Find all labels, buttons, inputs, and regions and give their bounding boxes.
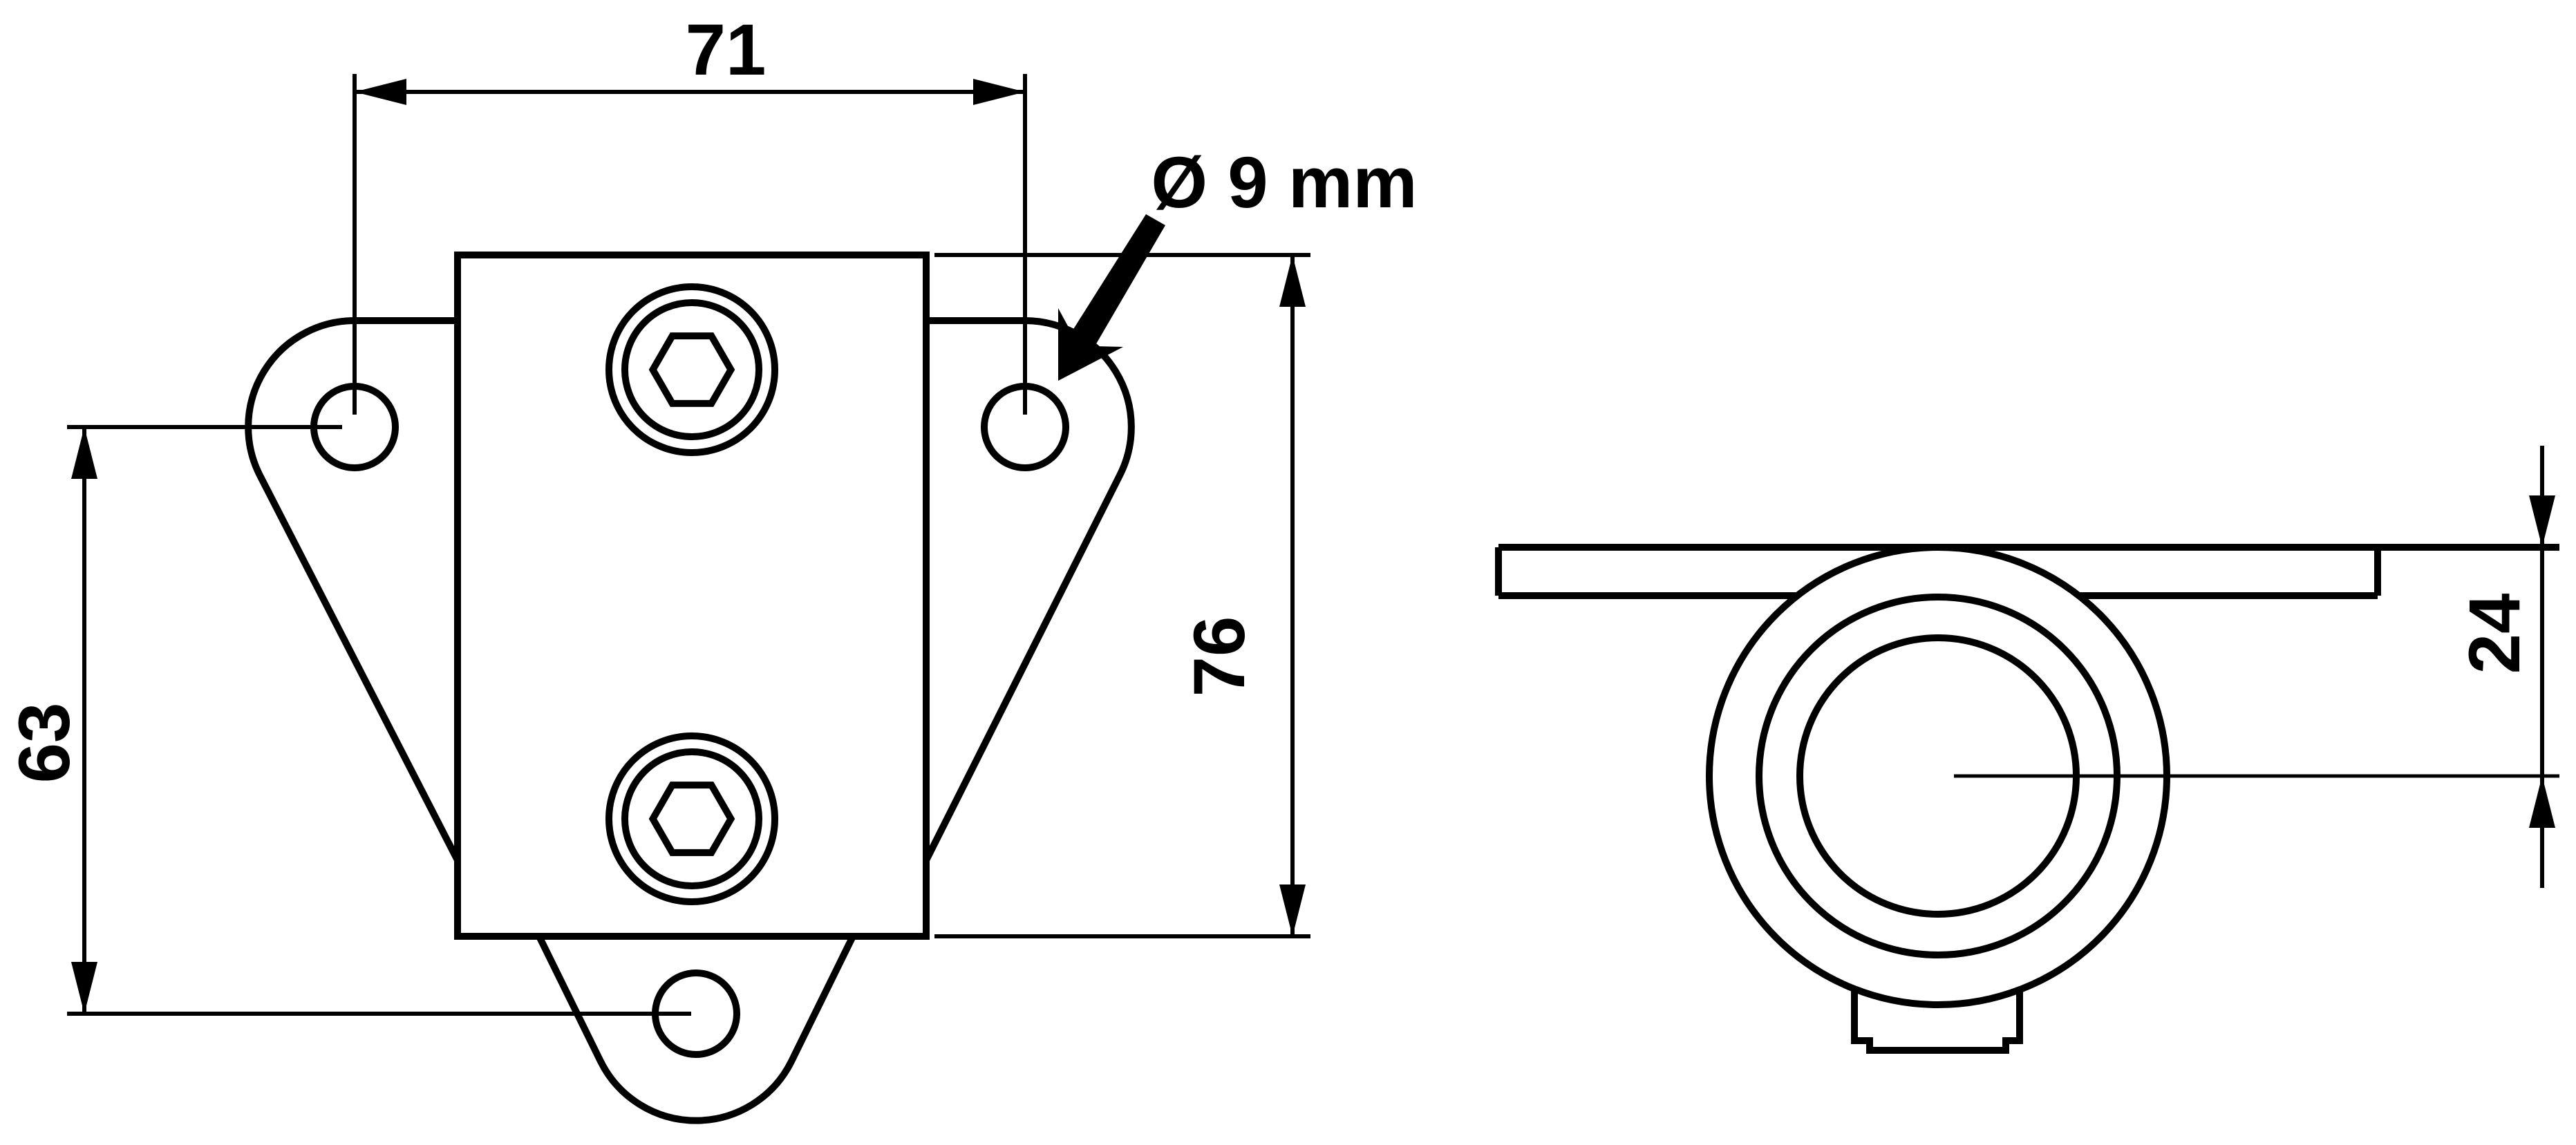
dim-71-text: 71: [686, 10, 767, 91]
arrowhead-left-icon: [355, 79, 406, 105]
arrowhead-right-icon: [973, 79, 1025, 105]
arrowhead-up-icon: [2529, 776, 2555, 828]
side-view: 24: [1495, 446, 2559, 1054]
dim-76-text: 76: [1179, 616, 1260, 697]
plate-bottom-tab: [536, 934, 856, 1124]
dim-63-text: 63: [4, 703, 85, 784]
hex-screw-top: [605, 283, 778, 456]
hex-socket-icon: [648, 332, 735, 407]
arrowhead-up-icon: [71, 427, 97, 479]
front-view: 71 63 76 Ø 9 mm: [4, 10, 1418, 1124]
arrowhead-down-icon: [2529, 495, 2555, 547]
hex-screw-bottom: [605, 732, 778, 905]
arrowhead-down-icon: [1279, 884, 1306, 936]
arrowhead-up-icon: [1279, 255, 1306, 307]
leader-arrow-icon: [1058, 214, 1165, 381]
arrowhead-down-icon: [71, 962, 97, 1014]
dimension-63: 63: [4, 425, 691, 1016]
bottom-foot: [1851, 989, 2023, 1054]
hex-socket-icon: [648, 782, 735, 856]
plate-outline-right: [923, 317, 1135, 862]
dimension-24: 24: [2454, 446, 2555, 888]
clamp-body: [454, 252, 930, 940]
dim-24-text: 24: [2454, 594, 2535, 674]
dimension-71: 71: [352, 10, 1027, 415]
hole-diameter-callout: Ø 9 mm: [1058, 142, 1418, 381]
plate-outline-left: [245, 317, 461, 862]
dim-hole-diameter-text: Ø 9 mm: [1151, 142, 1417, 223]
dimension-76: 76: [934, 253, 1310, 938]
